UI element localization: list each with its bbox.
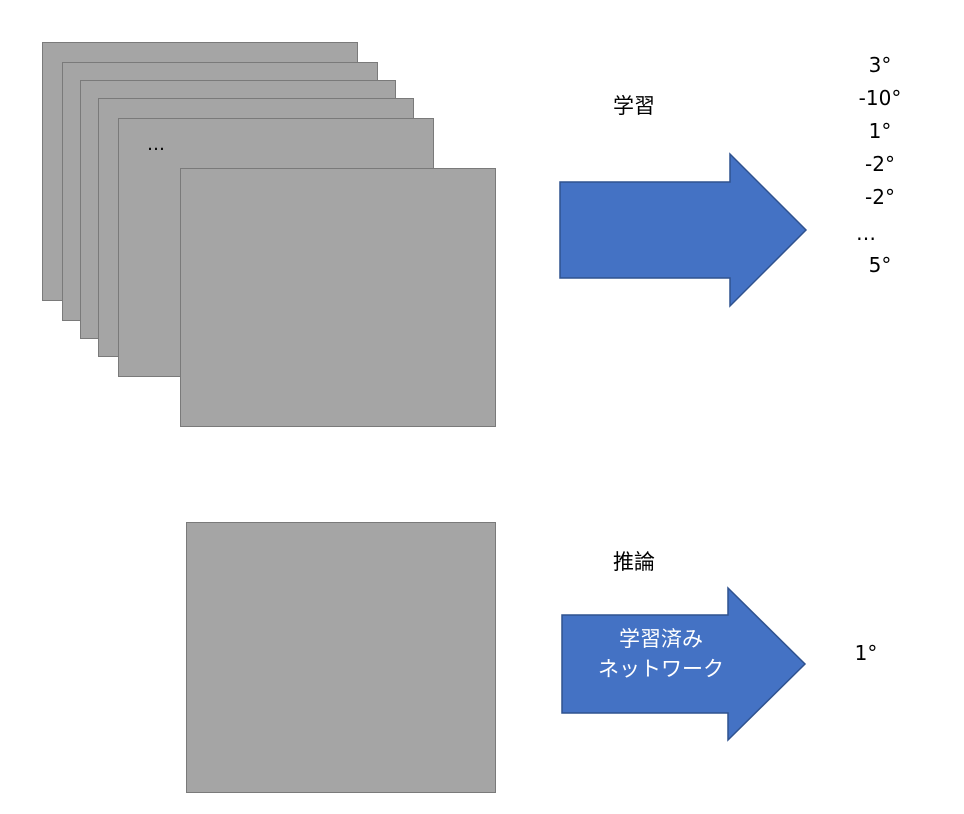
training-output-4: -2° bbox=[865, 152, 895, 176]
training-arrow-shape bbox=[559, 152, 808, 308]
training-output-3: 1° bbox=[868, 119, 892, 143]
training-image-card-front bbox=[180, 168, 496, 427]
training-output-1: 3° bbox=[868, 53, 892, 77]
inference-arrow-line-2: ネットワーク bbox=[598, 657, 724, 681]
inference-label: 推論 bbox=[613, 550, 655, 574]
inference-image-card bbox=[186, 522, 496, 793]
stack-ellipsis: … bbox=[147, 134, 165, 155]
inference-arrow-shape bbox=[561, 586, 807, 742]
training-output-2: -10° bbox=[858, 86, 902, 110]
inference-arrow-line-1: 学習済み bbox=[619, 627, 703, 651]
training-arrow bbox=[559, 152, 808, 308]
inference-arrow-caption: 学習済み ネットワーク bbox=[561, 624, 761, 684]
training-output-5: -2° bbox=[865, 185, 895, 209]
training-label: 学習 bbox=[613, 94, 655, 118]
inference-arrow bbox=[561, 586, 807, 742]
training-output-7: 5° bbox=[868, 253, 892, 277]
inference-output: 1° bbox=[854, 641, 878, 665]
training-output-ellipsis: … bbox=[856, 221, 876, 245]
